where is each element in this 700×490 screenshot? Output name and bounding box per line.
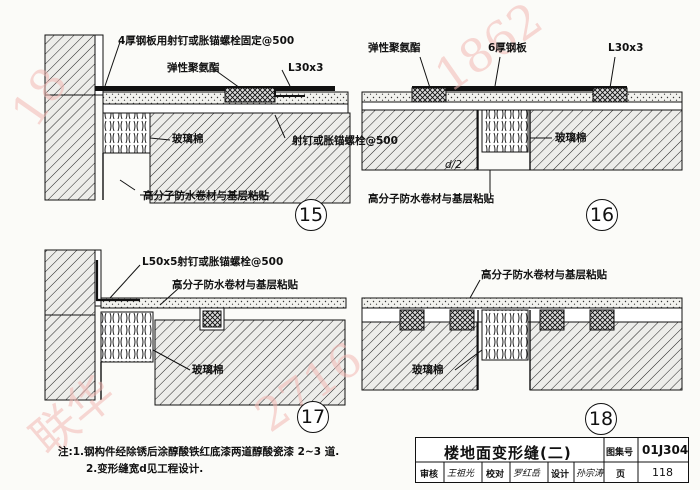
- check-signature: 罗红岳: [513, 469, 541, 479]
- atlas-number: 01J304: [642, 443, 689, 457]
- detail-number-17: 17: [297, 401, 329, 433]
- detail-18: [361, 279, 683, 391]
- detail-number-15: 15: [295, 199, 327, 231]
- label-angle-16: L30x3: [608, 42, 644, 54]
- page-label: 页: [616, 470, 626, 480]
- atlas-label: 图集号: [606, 448, 634, 458]
- label-glass-wool-16: 玻璃棉: [555, 132, 587, 144]
- note-1: 注:1.钢构件经除锈后涂醇酸铁红底漆两道醇酸瓷漆 2~3 道.: [58, 446, 340, 458]
- drawing-title: 楼地面变形缝(二): [444, 444, 572, 462]
- label-dimension-16: d/2: [445, 159, 462, 171]
- label-steel-plate-15: 4厚钢板用射钉或胀锚螺栓固定@500: [118, 35, 295, 47]
- label-membrane-16: 高分子防水卷材与基层粘贴: [368, 193, 494, 205]
- label-angle-17: L50x5射钉或胀锚螺栓@500: [142, 256, 284, 268]
- detail-17: [44, 249, 347, 406]
- label-membrane-17: 高分子防水卷材与基层粘贴: [172, 279, 298, 291]
- page-number: 118: [652, 466, 673, 479]
- label-angle-15: L30x3: [288, 62, 324, 74]
- detail-number-16: 16: [586, 199, 618, 231]
- title-block-grid: [416, 438, 688, 482]
- label-glass-wool-17: 玻璃棉: [192, 364, 224, 376]
- title-block: 楼地面变形缝(二) 图集号 01J304 审核 王祖光 校对 罗红岳 设计 孙宗…: [415, 437, 689, 483]
- label-glass-wool-18: 玻璃棉: [412, 364, 444, 376]
- note-2: 2.变形缝宽d见工程设计.: [86, 463, 204, 475]
- label-membrane-18: 高分子防水卷材与基层粘贴: [481, 269, 607, 281]
- review-label: 审核: [420, 470, 439, 480]
- label-steel-plate-16: 6厚钢板: [488, 42, 527, 54]
- label-nail-15: 射钉或胀锚螺栓@500: [292, 135, 398, 147]
- design-label: 设计: [551, 470, 570, 480]
- design-signature: 孙宗涛: [576, 469, 604, 479]
- label-glass-wool-15: 玻璃棉: [172, 133, 204, 145]
- label-sealant-15: 弹性聚氨酯: [167, 62, 220, 74]
- detail-number-18: 18: [585, 403, 617, 435]
- detail-16: [361, 56, 683, 193]
- label-sealant-16: 弹性聚氨酯: [368, 42, 421, 54]
- check-label: 校对: [486, 470, 505, 480]
- review-signature: 王祖光: [447, 469, 475, 479]
- detail-15: [44, 34, 351, 204]
- label-membrane-15: 高分子防水卷材与基层粘贴: [143, 190, 269, 202]
